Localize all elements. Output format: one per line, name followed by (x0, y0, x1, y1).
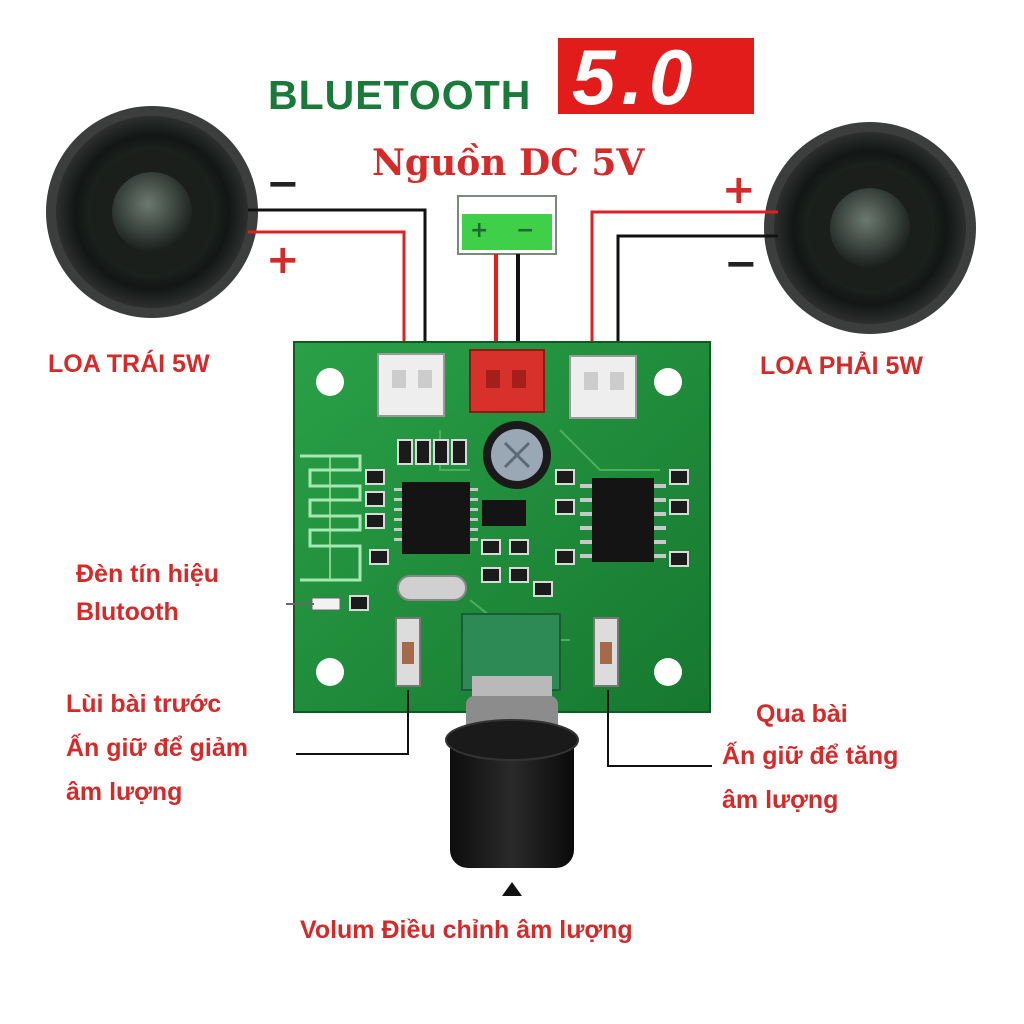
right-speaker-label: LOA PHẢI 5W (760, 352, 923, 380)
volume-potentiometer (461, 613, 561, 732)
capacitor (483, 421, 551, 489)
volume-pointer-arrow (502, 882, 522, 896)
left-speaker (46, 106, 258, 318)
battery-plus-sign: + (470, 218, 489, 243)
version-badge (558, 38, 754, 114)
pcb-antenna (300, 454, 362, 582)
left-speaker-connector (377, 353, 445, 417)
prev-button (395, 617, 421, 687)
right-speaker-connector (569, 355, 637, 419)
power-source-icon (457, 195, 557, 255)
power-title: Nguồn DC 5V (372, 142, 645, 184)
bt-led-label-line2: Blutooth (76, 598, 179, 626)
prev-label-line1: Lùi bài trước (66, 690, 222, 718)
version-label: 5.0 (572, 33, 699, 121)
bluetooth-chip (394, 482, 478, 554)
bluetooth-led (311, 597, 341, 611)
amplifier-chip (580, 478, 666, 562)
callout-lines (296, 690, 712, 767)
right-speaker-wires (590, 210, 778, 360)
right-plus-sign: + (722, 167, 756, 213)
prev-label-line2: Ấn giữ để giảm (66, 734, 249, 762)
right-minus-sign: − (724, 241, 758, 287)
power-connector (469, 349, 545, 413)
left-speaker-wires (248, 208, 427, 358)
left-speaker-label: LOA TRÁI 5W (48, 350, 210, 378)
next-label-line3: âm lượng (722, 786, 839, 814)
volume-label: Volum Điều chỉnh âm lượng (300, 916, 633, 944)
next-button (593, 617, 619, 687)
crystal-oscillator (397, 575, 467, 601)
bluetooth-title: BLUETOOTH (268, 72, 532, 118)
right-speaker (764, 122, 976, 334)
bt-led-label-line1: Đèn tín hiệu (76, 560, 220, 588)
next-label-line1: Qua bài (756, 700, 848, 728)
left-plus-sign: + (266, 237, 300, 283)
smd-components (349, 439, 689, 611)
small-regulator (482, 500, 526, 526)
next-label-line2: Ấn giữ để tăng (722, 742, 899, 770)
battery-minus-sign: − (516, 218, 535, 243)
left-minus-sign: − (266, 161, 300, 207)
volume-knob (445, 719, 579, 868)
prev-label-line3: âm lượng (66, 778, 183, 806)
